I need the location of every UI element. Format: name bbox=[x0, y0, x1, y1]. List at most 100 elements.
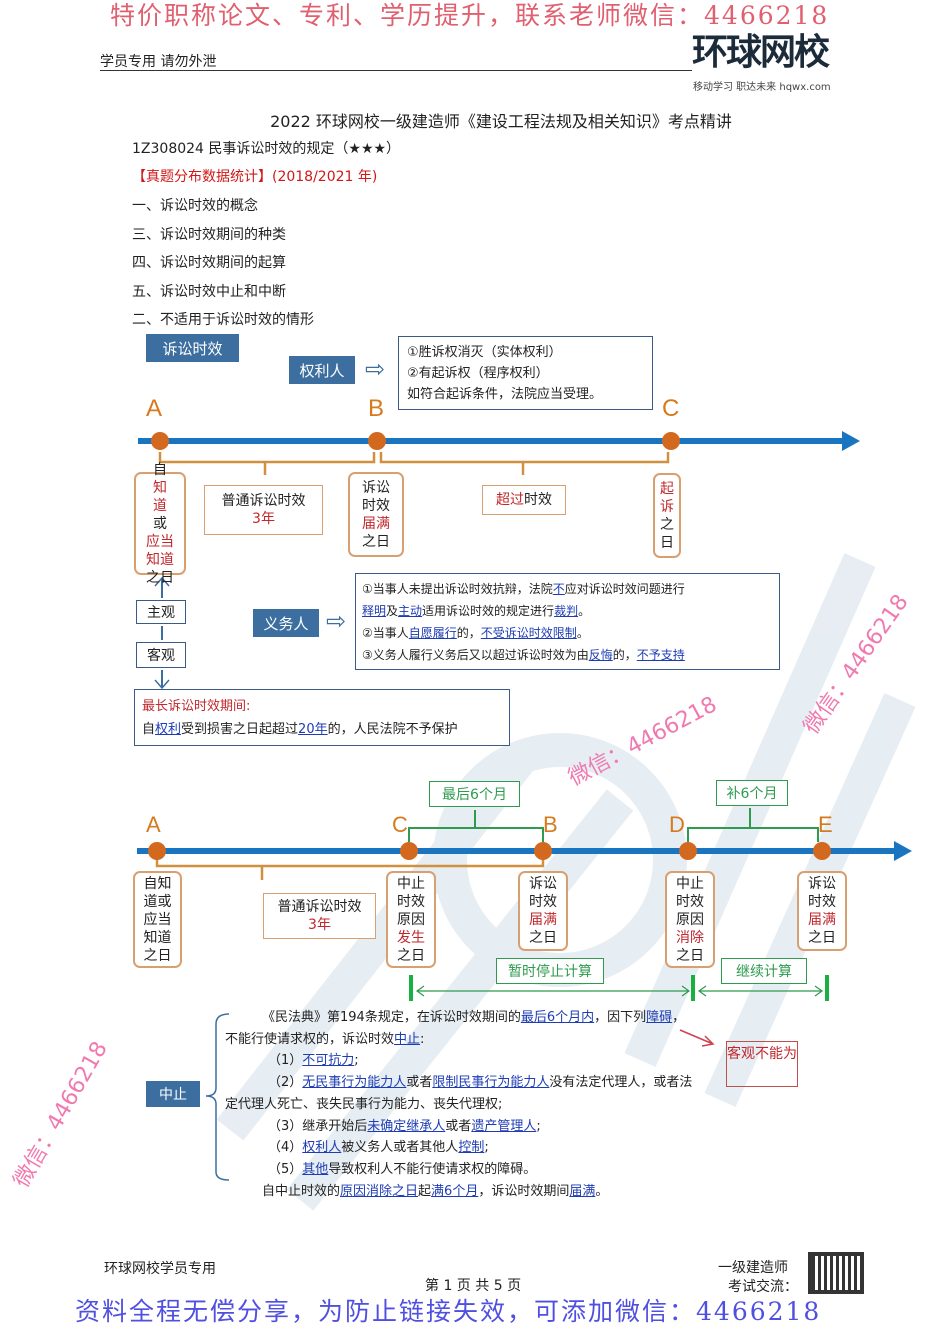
law-line: （5）其他导致权利人不能行使请求权的障碍。 bbox=[268, 1161, 536, 1179]
text-segment: 导致权利人不能行使请求权的障碍。 bbox=[328, 1161, 537, 1177]
text-segment: 。 bbox=[578, 604, 591, 618]
general-period-label: 普通诉讼时效 bbox=[277, 899, 362, 915]
box-line: 诉讼 bbox=[529, 876, 557, 892]
box-line: 应当 bbox=[143, 911, 172, 928]
text-segment: 时效 bbox=[524, 492, 552, 508]
text-line: ①当事人未提出诉讼时效抗辩，法院不应对诉讼时效问题进行 bbox=[362, 578, 773, 600]
stat-heading: 【真题分布数据统计】(2018/2021 年) bbox=[132, 169, 378, 185]
outline-item: 三、诉讼时效期间的种类 bbox=[132, 226, 286, 243]
text-line: ②当事人自愿履行的，不受诉讼时效限制。 bbox=[362, 622, 773, 644]
box-line: 诉 bbox=[660, 498, 674, 515]
tag-statute: 诉讼时效 bbox=[146, 334, 239, 362]
text-segment: 控制 bbox=[458, 1140, 485, 1156]
text-segment: ; bbox=[354, 1053, 359, 1069]
text-segment: 超过 bbox=[496, 492, 524, 508]
box-line: 诉讼 bbox=[808, 876, 836, 892]
timeline-point bbox=[368, 432, 386, 450]
box-line: 原因 bbox=[676, 911, 704, 928]
timeline-point bbox=[662, 432, 680, 450]
box-line: 道 bbox=[153, 497, 167, 514]
text-segment: （5） bbox=[268, 1161, 303, 1177]
box-suspension-start: 中止时效原因发生之日 bbox=[386, 871, 436, 968]
creditor-line: ①胜诉权消灭（实体权利） bbox=[407, 345, 562, 360]
text-segment: ③义务人履行义务后又以超过诉讼时效为由 bbox=[362, 648, 589, 662]
box-line: 届满 bbox=[529, 912, 557, 928]
box-line: 之日 bbox=[362, 533, 390, 550]
objective-inability-box: 客观不能为 bbox=[726, 1041, 798, 1087]
timeline-point bbox=[148, 842, 166, 860]
text-segment: ; bbox=[536, 1118, 541, 1134]
text-segment: ，诉讼时效期间 bbox=[478, 1183, 570, 1199]
text-segment: : bbox=[420, 1031, 425, 1047]
text-segment: 的， bbox=[456, 626, 481, 640]
point-label-b: B bbox=[368, 395, 385, 422]
text-segment: 原因消除之日 bbox=[340, 1183, 419, 1199]
text-segment: 其他 bbox=[302, 1161, 329, 1177]
box-line: 或 bbox=[153, 515, 167, 532]
creditor-line: 如符合起诉条件，法院应当受理。 bbox=[407, 387, 603, 402]
box-line: 时效 bbox=[808, 894, 836, 910]
text-segment: 未确定继承人 bbox=[367, 1118, 446, 1134]
logo: 环球网校 bbox=[692, 32, 830, 73]
text-segment: 裁判 bbox=[554, 604, 579, 618]
arrow-right-icon: ⇨ bbox=[326, 607, 347, 635]
tag-suspension: 中止 bbox=[146, 1081, 200, 1107]
box-general-period: 普通诉讼时效 3年 bbox=[204, 485, 323, 535]
header-left: 学员专用 请勿外泄 bbox=[100, 54, 217, 70]
text-segment: 权利人 bbox=[302, 1140, 342, 1156]
max-period-box: 最长诉讼时效期间: 自权利受到损害之日起超过20年的，人民法院不予保护 bbox=[134, 689, 510, 746]
box-line: 道或 bbox=[143, 893, 172, 910]
box-line: 中止 bbox=[676, 875, 704, 892]
text-segment: 不予支持 bbox=[636, 648, 685, 662]
top-watermark: 特价职称论文、专利、学历提升，联系老师微信：4466218 bbox=[110, 1, 830, 30]
page-title: 2022 环球网校一级建造师《建设工程法规及相关知识》考点精讲 bbox=[270, 112, 732, 131]
box-suspension-end: 中止时效原因消除之日 bbox=[665, 871, 715, 968]
text-segment: 。 bbox=[576, 626, 589, 640]
box-expiry-date: 诉讼时效届满之日 bbox=[348, 472, 404, 557]
box-line: 之日 bbox=[529, 930, 557, 946]
box-expiry-date: 诉讼时效届满之日 bbox=[518, 871, 568, 951]
footer-exchange: 考试交流： bbox=[728, 1279, 798, 1295]
box-line: 知 bbox=[153, 479, 167, 496]
box-line: 知道 bbox=[146, 551, 174, 568]
general-period-label: 普通诉讼时效 bbox=[221, 493, 306, 509]
box-line: 原因 bbox=[397, 911, 425, 928]
text-segment: 限制民事行为能力人 bbox=[432, 1075, 550, 1091]
text-segment: （4） bbox=[268, 1140, 303, 1156]
general-period-years: 3年 bbox=[308, 917, 331, 933]
point-label-b: B bbox=[543, 812, 558, 837]
text-segment: 20年 bbox=[298, 722, 328, 737]
timeline bbox=[137, 848, 897, 854]
box-line: 之日 bbox=[397, 947, 425, 964]
debtor-box: ①当事人未提出诉讼时效抗辩，法院不应对诉讼时效问题进行释明及主动适用诉讼时效的规… bbox=[355, 573, 780, 670]
text-segment: ①当事人未提出诉讼时效抗辩，法院 bbox=[362, 582, 553, 596]
timeline-point bbox=[400, 842, 418, 860]
text-segment: （1） bbox=[268, 1053, 303, 1069]
text-segment: 及 bbox=[386, 604, 399, 618]
box-line: 发生 bbox=[397, 929, 425, 946]
box-line: 应当 bbox=[146, 533, 174, 550]
box-line: 之日 bbox=[676, 947, 704, 964]
label-pause: 暂时停止计算 bbox=[496, 958, 604, 984]
text-segment: 不可抗力 bbox=[302, 1053, 355, 1069]
text-segment: 应对诉讼时效问题进行 bbox=[564, 582, 685, 596]
text-segment: 受到损害之日起超过 bbox=[181, 722, 299, 737]
box-line: 自知 bbox=[143, 875, 172, 892]
text-segment: ; bbox=[484, 1140, 489, 1156]
law-line: （1）不可抗力; bbox=[268, 1052, 359, 1070]
text-segment: 定代理人死亡、丧失民事行为能力、丧失代理权; bbox=[225, 1096, 503, 1112]
box-line: 知道 bbox=[143, 929, 172, 946]
text-segment: 被义务人或者其他人 bbox=[341, 1140, 459, 1156]
text-segment: 反悔 bbox=[588, 648, 613, 662]
text-segment: ， bbox=[672, 1010, 686, 1025]
box-line: 时效 bbox=[397, 893, 425, 910]
page-number: 第 1 页 共 5 页 bbox=[425, 1278, 522, 1294]
max-period-title: 最长诉讼时效期间: bbox=[142, 699, 251, 714]
box-line: 届满 bbox=[362, 515, 390, 532]
timeline bbox=[138, 438, 848, 444]
point-label-c: C bbox=[662, 395, 680, 422]
timeline-arrowhead bbox=[894, 841, 912, 861]
text-segment: 的，人民法院不予保护 bbox=[327, 722, 458, 737]
timeline-point bbox=[534, 842, 552, 860]
